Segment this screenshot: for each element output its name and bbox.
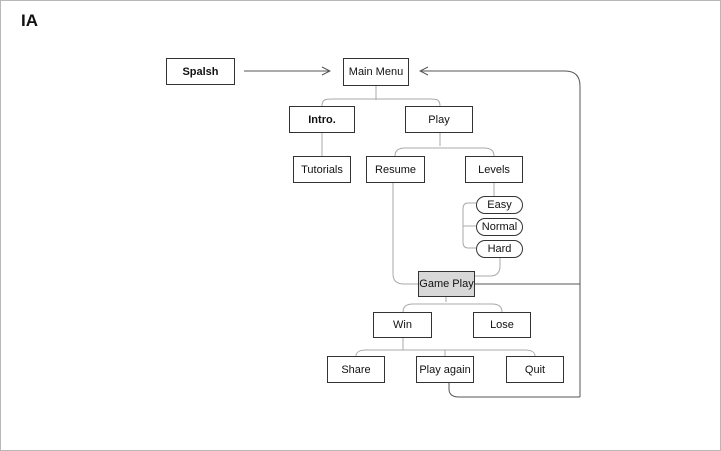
- connector-main-menu-children: [321, 86, 441, 107]
- levels-node: Levels: [465, 156, 523, 183]
- arrow-loop-to-main-menu: [420, 71, 581, 397]
- play-again-node: Play again: [416, 356, 474, 383]
- connector-hard-gameplay: [475, 257, 501, 277]
- normal-node: Normal: [476, 218, 523, 236]
- tutorials-node: Tutorials: [293, 156, 351, 183]
- share-node: Share: [327, 356, 385, 383]
- intro-node: Intro.: [289, 106, 355, 133]
- main-menu-node: Main Menu: [343, 58, 409, 86]
- connector-resume-gameplay: [392, 183, 418, 285]
- play-node: Play: [405, 106, 473, 133]
- connector-win-options: [355, 338, 536, 357]
- hard-node: Hard: [476, 240, 523, 258]
- quit-node: Quit: [506, 356, 564, 383]
- win-node: Win: [373, 312, 432, 338]
- page-title: IA: [21, 11, 38, 30]
- connector-play-children: [394, 133, 495, 157]
- connector-gameplay-outcomes: [402, 297, 503, 313]
- connector-levels-options: [462, 183, 495, 249]
- lose-node: Lose: [473, 312, 531, 338]
- splash-node: Spalsh: [166, 58, 235, 85]
- resume-node: Resume: [366, 156, 425, 183]
- game-play-node: Game Play: [418, 271, 475, 297]
- easy-node: Easy: [476, 196, 523, 214]
- connector-play-again-loop: [448, 383, 580, 398]
